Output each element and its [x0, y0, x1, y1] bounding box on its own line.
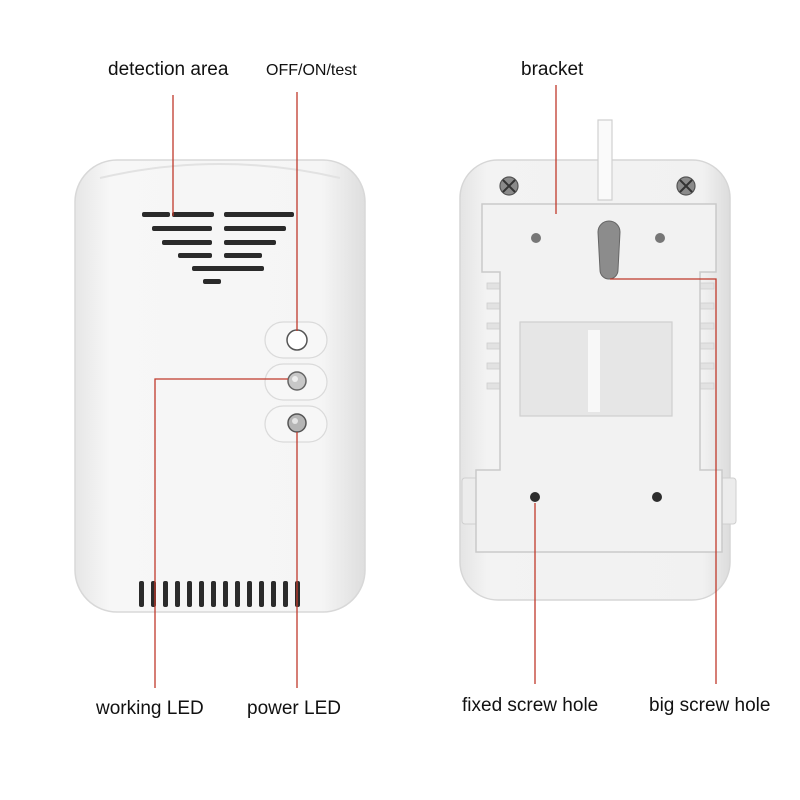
mounting-screw-right [676, 176, 696, 196]
off-on-test-button [286, 329, 308, 351]
fixed-screw-hole-left [530, 492, 540, 502]
label-detection-area: detection area [108, 59, 229, 80]
big-screw-hole [597, 220, 621, 280]
leader-working-led [154, 378, 288, 688]
label-fixed-screw-hole: fixed screw hole [462, 695, 599, 716]
detector-back [459, 119, 737, 601]
leader-big-screw-hole [610, 278, 717, 684]
label-bracket: bracket [521, 59, 584, 80]
fixed-screw-hole-right [652, 492, 662, 502]
label-big-screw-hole: big screw hole [649, 695, 771, 716]
label-working-led: working LED [96, 698, 204, 719]
leader-lines [154, 85, 717, 688]
label-off-on-test: OFF/ON/test [266, 62, 357, 79]
mounting-bracket [475, 203, 723, 553]
label-power-led: power LED [247, 698, 341, 719]
mounting-screw-left [499, 176, 519, 196]
detector-front [74, 159, 366, 613]
detection-area-vents [142, 212, 294, 284]
